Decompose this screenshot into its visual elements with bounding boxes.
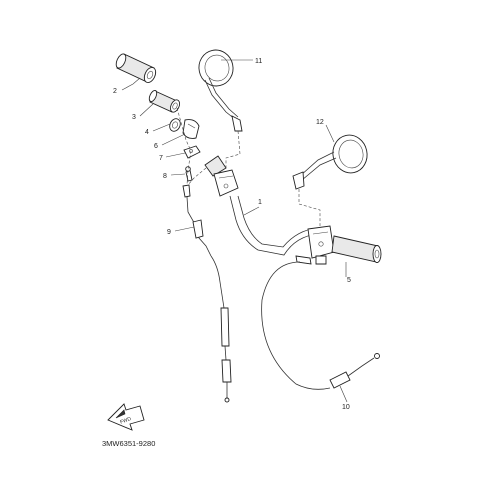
right-grip-part[interactable]	[295, 235, 382, 265]
part-number-7: 7	[159, 155, 163, 162]
part-number-6: 6	[154, 143, 158, 150]
part-number-12: 12	[316, 119, 324, 126]
mirror-left-part[interactable]	[196, 47, 243, 132]
fwd-arrow-text: FWD	[119, 416, 132, 426]
brake-cable-part[interactable]	[261, 261, 380, 390]
part-number-1: 1	[258, 199, 262, 206]
leader-lines	[121, 59, 348, 403]
part-numbers: 1 2 3 4 5 6 7 8 9 10 11 12	[113, 58, 351, 411]
washer-part[interactable]	[168, 117, 183, 133]
throttle-housing-part[interactable]	[182, 119, 200, 139]
part-number-2: 2	[113, 88, 117, 95]
mirror-right-part[interactable]	[292, 132, 371, 190]
part-number-9: 9	[167, 229, 171, 236]
handlebar-part[interactable]	[204, 155, 335, 265]
alignment-line-cable	[187, 167, 207, 186]
alignment-line-left-mirror	[225, 130, 241, 168]
part-number-8: 8	[163, 173, 167, 180]
throttle-cable-part[interactable]	[182, 184, 232, 403]
fwd-arrow-icon: FWD	[107, 403, 145, 431]
alignment-line-stack	[176, 107, 192, 186]
alignment-line-right-mirror	[298, 189, 321, 226]
part-number-5: 5	[347, 277, 351, 284]
part-number-4: 4	[145, 129, 149, 136]
grip-left-part[interactable]	[114, 53, 158, 85]
part-number-3: 3	[132, 114, 136, 121]
screw-part[interactable]	[185, 166, 193, 182]
clamp-part[interactable]	[183, 145, 201, 159]
part-number-10: 10	[342, 404, 350, 411]
throttle-tube-part[interactable]	[148, 89, 182, 113]
part-number-11: 11	[255, 58, 262, 65]
diagram-code: 3MW6351-9280	[102, 439, 155, 448]
